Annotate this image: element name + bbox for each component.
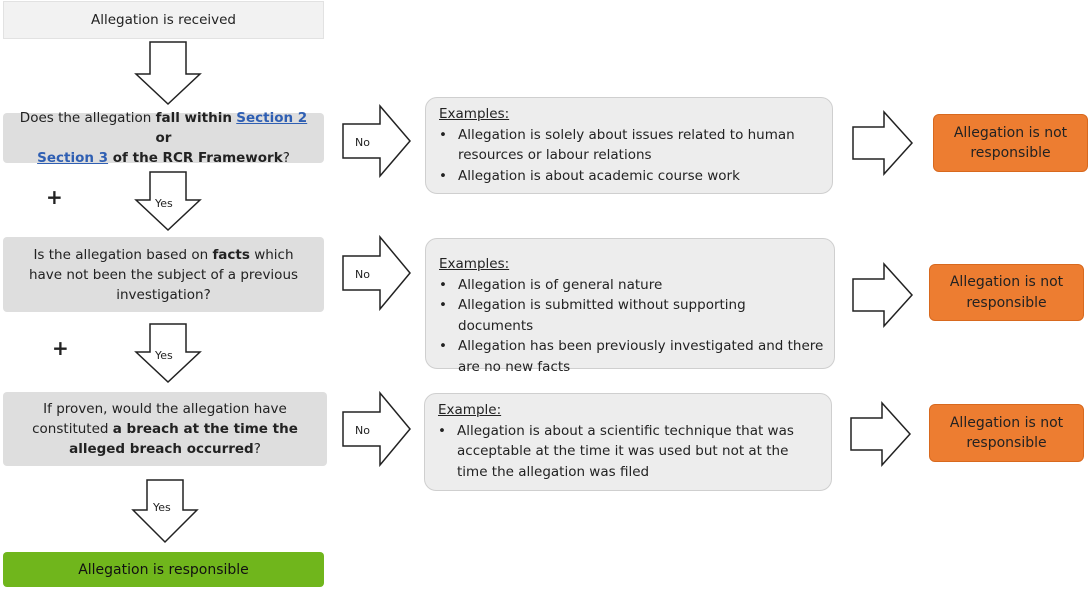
example-item: Allegation is submitted without supporti… [439, 295, 824, 336]
examples-heading-2: Examples: [439, 256, 510, 272]
no-label-2: No [355, 268, 370, 281]
example-item: Allegation has been previously investiga… [439, 336, 824, 377]
yes-arrow-icon: Yes [134, 323, 202, 384]
q2-bold: facts [212, 246, 250, 263]
example-item: Allegation is about academic course work [439, 166, 822, 187]
example-item: Allegation is solely about issues relate… [439, 125, 822, 166]
plus-sign: + [46, 185, 63, 209]
example-item: Allegation is about a scientific techniq… [438, 421, 821, 483]
examples-list-1: Allegation is solely about issues relate… [439, 125, 822, 187]
no-arrow-icon: No [342, 390, 411, 468]
q1-or: or [155, 130, 172, 146]
not-responsible-text: Allegation is not responsible [949, 414, 1064, 452]
yes-label-1: Yes [154, 197, 173, 210]
section-2-link[interactable]: Section 2 [236, 110, 308, 126]
yes-arrow-icon: Yes [134, 171, 202, 232]
example-item: Allegation is of general nature [439, 275, 824, 296]
q1-framework: of the RCR Framework [108, 150, 283, 166]
outcome-arrow-icon [852, 110, 914, 176]
not-responsible-text: Allegation is not responsible [949, 274, 1064, 311]
no-arrow-icon: No [342, 234, 411, 312]
q3-text: If proven, would the allegation have con… [32, 401, 287, 437]
q2-text: Is the allegation based on [33, 246, 213, 263]
q1-text: Does the allegation [19, 110, 156, 126]
examples-list-2: Allegation is of general nature Allegati… [439, 275, 824, 378]
no-label-1: No [355, 136, 370, 149]
examples-box-2: Examples: Allegation is of general natur… [425, 238, 835, 375]
down-arrow-icon [134, 41, 202, 106]
q2-text-end: which have not been the subject of a pre… [28, 246, 299, 303]
no-arrow-icon: No [342, 103, 411, 179]
not-responsible-box-3: Allegation is not responsible [929, 404, 1084, 462]
outcome-arrow-icon [852, 262, 914, 328]
outcome-arrow-icon [850, 401, 912, 467]
examples-heading-1: Examples: [439, 106, 510, 122]
yes-arrow-icon: Yes [131, 479, 199, 544]
q3-bold: a breach at the time the alleged breach … [69, 421, 298, 457]
examples-box-1: Examples: Allegation is solely about iss… [425, 97, 833, 194]
examples-list-3: Allegation is about a scientific techniq… [438, 421, 821, 483]
section-3-link[interactable]: Section 3 [37, 150, 109, 166]
q1-bold: fall within [155, 110, 232, 126]
start-text: Allegation is received [90, 12, 236, 28]
not-responsible-text: Allegation is not responsible [953, 124, 1068, 162]
q3-qmark: ? [253, 441, 261, 457]
no-label-3: No [355, 424, 370, 437]
yes-label-2: Yes [154, 349, 173, 362]
examples-heading-3: Example: [438, 402, 502, 418]
question-2: Is the allegation based on facts which h… [3, 237, 324, 312]
not-responsible-box-2: Allegation is not responsible [929, 264, 1084, 321]
not-responsible-box-1: Allegation is not responsible [933, 114, 1088, 172]
q1-qmark: ? [282, 150, 290, 166]
question-1: Does the allegation fall within Section … [3, 110, 324, 166]
question-3: If proven, would the allegation have con… [3, 392, 327, 466]
plus-sign: + [52, 336, 69, 360]
start-box: Allegation is received [3, 1, 324, 39]
yes-label-3: Yes [152, 501, 171, 514]
responsible-text: Allegation is responsible [78, 561, 249, 578]
responsible-box: Allegation is responsible [3, 552, 324, 587]
examples-box-3: Example: Allegation is about a scientifi… [424, 393, 832, 491]
